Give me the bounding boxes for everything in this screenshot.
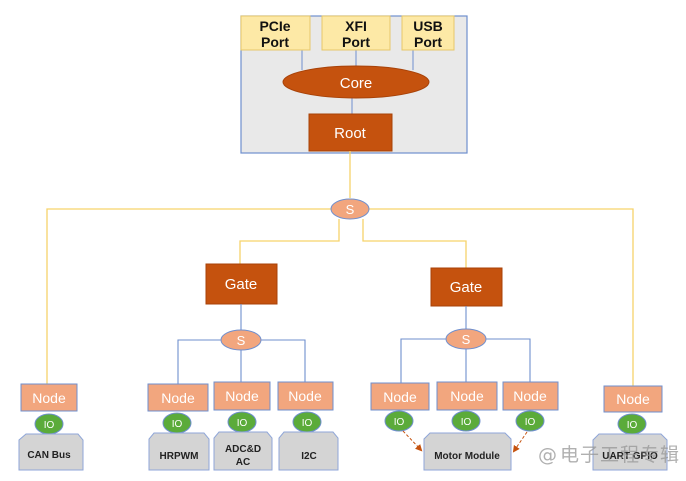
device-adc-line1: ADC&D	[225, 444, 261, 455]
node-label: Node	[513, 388, 547, 404]
port-xfi-line1: XFI	[345, 18, 367, 34]
io-port	[384, 410, 414, 432]
endpoint-i2c: Node IO I2C	[277, 381, 339, 471]
gate-switch-links	[177, 304, 531, 384]
device-box	[148, 432, 210, 471]
port-usb-line1: USB	[413, 18, 443, 34]
device-box	[592, 433, 668, 471]
device-can-bus-label: CAN Bus	[27, 450, 71, 461]
node-label: Node	[383, 389, 417, 405]
node-box	[603, 385, 663, 413]
device-motor-module-label: Motor Module	[434, 451, 500, 462]
node-label: Node	[616, 391, 650, 407]
node-label: Node	[32, 390, 66, 406]
io-to-motor-arrow-right	[512, 431, 528, 453]
io-label: IO	[172, 419, 183, 430]
switch-left-label: S	[237, 333, 246, 348]
switch-right-label: S	[462, 332, 471, 347]
switch-left: S	[220, 329, 262, 351]
endpoint-motor-c: Node IO	[502, 381, 559, 432]
io-port	[451, 410, 481, 432]
endpoint-hrpwm: Node IO HRPWM	[147, 383, 210, 471]
root-node: Root	[308, 113, 393, 152]
switch-right: S	[445, 328, 487, 350]
node-label: Node	[450, 388, 484, 404]
watermark-text: 电子工程专辑	[559, 444, 680, 466]
io-label: IO	[627, 420, 638, 431]
io-label: IO	[394, 417, 405, 428]
device-i2c-label: I2C	[301, 451, 317, 462]
endpoint-can-bus: Node IO CAN Bus	[18, 383, 84, 471]
main-switch: S	[330, 198, 370, 220]
device-box	[278, 431, 339, 471]
node-label: Node	[225, 388, 259, 404]
device-box	[18, 433, 84, 471]
root-switch-links	[46, 151, 634, 386]
io-label: IO	[237, 418, 248, 429]
gate-right: Gate	[430, 267, 503, 307]
io-label: IO	[302, 418, 313, 429]
device-hrpwm-label: HRPWM	[160, 451, 199, 462]
port-pcie-line1: PCIe	[259, 18, 290, 34]
node-box	[277, 381, 334, 411]
io-label: IO	[44, 420, 55, 431]
port-xfi-line2: Port	[342, 34, 370, 50]
port-usb-line2: Port	[414, 34, 442, 50]
main-switch-label: S	[346, 202, 355, 217]
node-label: Node	[161, 390, 195, 406]
core-label: Core	[340, 75, 373, 92]
io-label: IO	[525, 417, 536, 428]
source-watermark: @电子工程专辑	[538, 440, 680, 467]
node-box	[370, 382, 430, 411]
endpoint-motor-a: Node IO	[370, 382, 430, 432]
port-pcie-line2: Port	[261, 34, 289, 50]
device-box	[213, 431, 273, 471]
root-label: Root	[334, 125, 367, 142]
watermark-at-icon: @	[537, 444, 558, 466]
node-box	[213, 381, 271, 411]
port-usb: USB Port	[401, 15, 455, 51]
io-port	[515, 410, 545, 432]
node-box	[20, 383, 78, 412]
gate-right-label: Gate	[450, 279, 483, 296]
node-box	[147, 383, 209, 412]
node-box	[436, 381, 498, 411]
port-xfi: XFI Port	[321, 15, 391, 51]
gate-left-label: Gate	[225, 276, 258, 293]
port-pcie: PCIe Port	[240, 15, 311, 51]
device-motor-module: Motor Module	[423, 432, 512, 471]
endpoint-adc-dac: Node IO ADC&D AC	[213, 381, 273, 471]
io-to-motor-arrow-left	[402, 430, 423, 452]
io-label: IO	[461, 417, 472, 428]
endpoint-motor-b: Node IO	[436, 381, 498, 432]
node-box	[502, 381, 559, 411]
gate-left: Gate	[205, 263, 278, 305]
core-node: Core	[282, 65, 430, 99]
device-uart-gpio-label: UART GPIO	[602, 451, 658, 462]
device-adc-line2: AC	[236, 457, 250, 468]
node-label: Node	[288, 388, 322, 404]
endpoint-uart-gpio: Node IO UART GPIO	[592, 385, 668, 471]
